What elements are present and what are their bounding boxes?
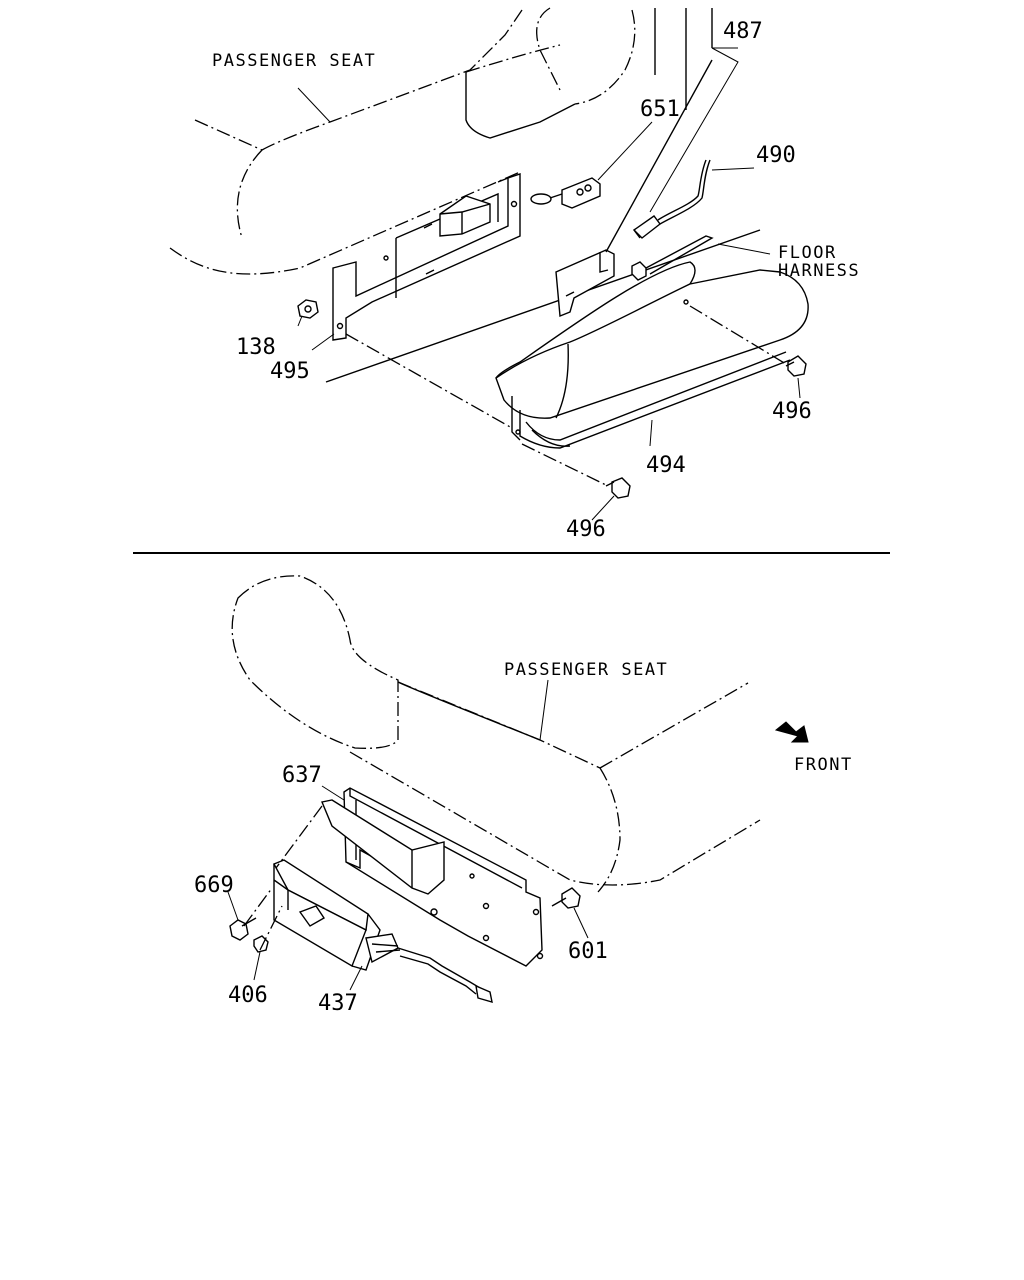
front-direction-arrow-icon bbox=[774, 721, 809, 743]
bracket-495 bbox=[332, 173, 521, 341]
callout-490: 490 bbox=[756, 143, 796, 168]
screw-496-right bbox=[785, 355, 807, 377]
bolt-669 bbox=[229, 917, 257, 941]
floor-harness bbox=[631, 235, 714, 281]
bottom-section: PASSENGER SEAT FRONT 637 669 406 437 601 bbox=[194, 575, 853, 1016]
callout-494: 494 bbox=[646, 453, 686, 478]
callout-651: 651 bbox=[640, 97, 680, 122]
screw-601 bbox=[551, 887, 581, 909]
callout-138: 138 bbox=[236, 335, 276, 360]
module-437 bbox=[273, 859, 493, 1003]
cable-490 bbox=[632, 159, 711, 239]
nut-138 bbox=[297, 299, 319, 319]
floor-harness-label-line2: HARNESS bbox=[778, 261, 860, 281]
callout-637: 637 bbox=[282, 763, 322, 788]
callout-495: 495 bbox=[270, 359, 310, 384]
top-passenger-seat-caption: PASSENGER SEAT bbox=[212, 51, 376, 71]
floor-harness-label-line1: FLOOR bbox=[778, 243, 837, 263]
callout-406: 406 bbox=[228, 983, 268, 1008]
trim-cover-494 bbox=[495, 261, 809, 449]
callout-601: 601 bbox=[568, 939, 608, 964]
bottom-leaders bbox=[227, 679, 589, 991]
callout-487: 487 bbox=[723, 19, 763, 44]
bottom-seat-outline bbox=[231, 575, 761, 893]
callout-669: 669 bbox=[194, 873, 234, 898]
callout-437: 437 bbox=[318, 991, 358, 1016]
top-section: PASSENGER SEAT FLOOR HARNESS 487 651 490… bbox=[169, 7, 860, 542]
bottom-passenger-seat-caption: PASSENGER SEAT bbox=[504, 660, 668, 680]
key-fob-651 bbox=[530, 177, 601, 209]
top-seat-outline bbox=[169, 7, 761, 383]
front-label: FRONT bbox=[794, 755, 853, 775]
callout-496-bottom: 496 bbox=[566, 517, 606, 542]
top-leaders bbox=[297, 47, 801, 521]
callout-496-right: 496 bbox=[772, 399, 812, 424]
bracket-637 bbox=[321, 787, 544, 967]
screw-496-bottom bbox=[605, 477, 631, 499]
